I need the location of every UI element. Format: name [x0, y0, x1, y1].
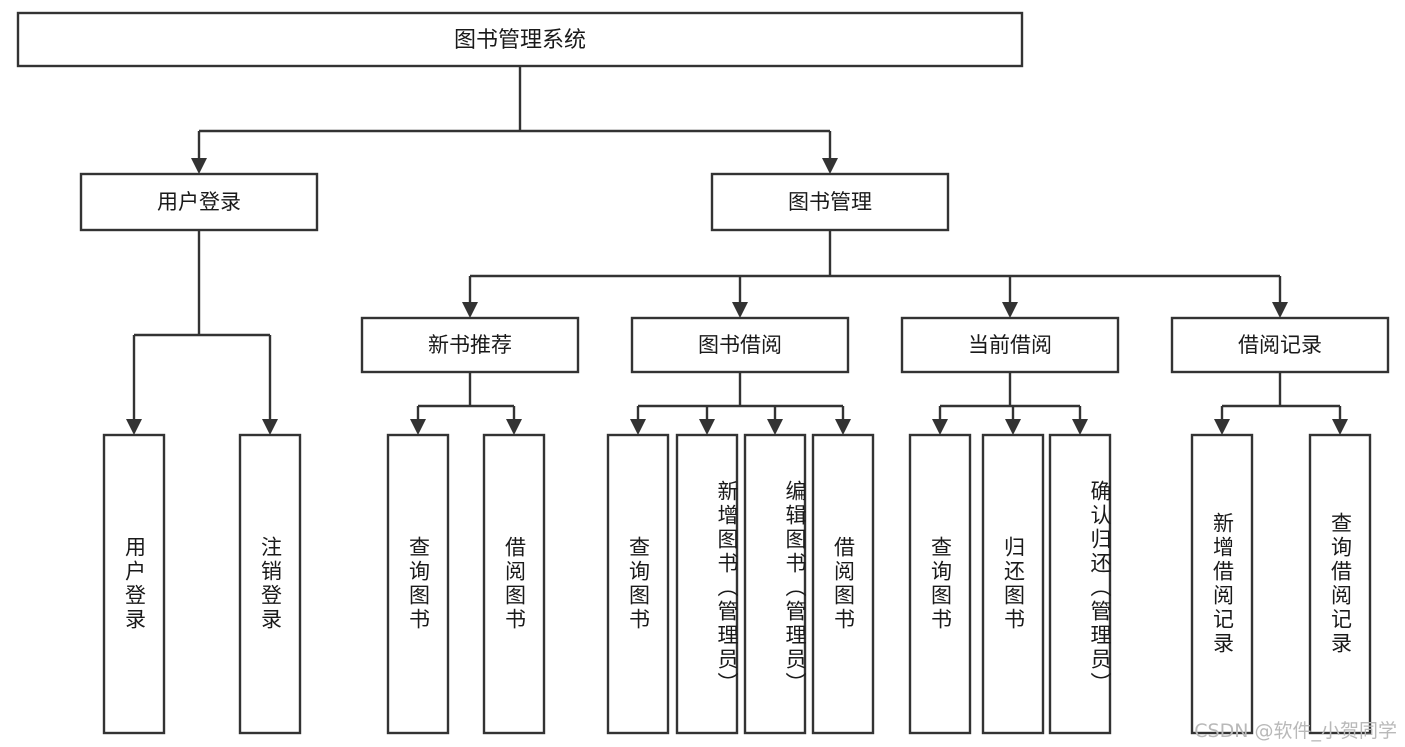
connector-currentborrow-to-leaves	[938, 372, 1082, 421]
node-book-management-label: 图书管理	[788, 190, 872, 214]
node-book-borrow[interactable]: 图书借阅	[630, 316, 850, 374]
node-current-borrow-label: 当前借阅	[968, 333, 1052, 357]
arrowhead-leaf-confirm-return-admin	[1072, 419, 1088, 435]
node-borrow-record[interactable]: 借阅记录	[1170, 316, 1390, 374]
arrowhead-current-borrow	[1002, 302, 1018, 318]
node-book-management[interactable]: 图书管理	[710, 172, 950, 232]
node-leaf-add-borrow-record-box[interactable]	[1190, 433, 1254, 735]
node-book-borrow-label: 图书借阅	[698, 333, 782, 357]
node-user-login-label: 用户登录	[157, 190, 241, 214]
node-leaf-query-borrow-record-box[interactable]	[1308, 433, 1372, 735]
node-user-login-box[interactable]	[79, 172, 319, 232]
arrowhead-leaf-add-borrow-record	[1214, 419, 1230, 435]
node-current-borrow[interactable]: 当前借阅	[900, 316, 1120, 374]
node-leaf-borrow-book-box[interactable]	[811, 433, 875, 735]
node-new-book-recommend[interactable]: 新书推荐	[360, 316, 580, 374]
node-book-management-box[interactable]	[710, 172, 950, 232]
arrowhead-leaf-logout	[262, 419, 278, 435]
arrowhead-leaf-query-book-borrow	[630, 419, 646, 435]
arrowhead-borrow-record	[1272, 302, 1288, 318]
arrowhead-leaf-user-login	[126, 419, 142, 435]
arrowhead-user-login	[191, 158, 207, 174]
arrowhead-leaf-borrow-book-recommend	[506, 419, 522, 435]
node-borrow-record-label: 借阅记录	[1238, 333, 1322, 357]
arrowhead-leaf-borrow-book	[835, 419, 851, 435]
node-leaf-confirm-return-admin-box[interactable]	[1048, 433, 1112, 735]
node-root[interactable]: 图书管理系统	[16, 11, 1024, 68]
connector-bookborrow-to-leaves	[636, 372, 845, 421]
connector-recommend-to-leaves	[416, 372, 516, 421]
node-new-book-recommend-box[interactable]	[360, 316, 580, 374]
node-leaf-user-login-box[interactable]	[102, 433, 166, 735]
connector-userlogin-to-leaves	[132, 230, 272, 421]
node-user-login[interactable]: 用户登录	[79, 172, 319, 232]
leaf-boxes-group	[102, 433, 1372, 735]
node-leaf-borrow-book-recommend-box[interactable]	[482, 433, 546, 735]
arrowhead-book-borrow	[732, 302, 748, 318]
arrowhead-leaf-return-book	[1005, 419, 1021, 435]
arrowhead-leaf-edit-book-admin	[767, 419, 783, 435]
connector-bookmgmt-to-level3	[468, 230, 1282, 304]
arrowhead-leaf-add-book-admin	[699, 419, 715, 435]
node-book-borrow-box[interactable]	[630, 316, 850, 374]
arrowhead-leaf-query-book-current	[932, 419, 948, 435]
connector-borrowrecord-to-leaves	[1220, 372, 1342, 421]
node-borrow-record-box[interactable]	[1170, 316, 1390, 374]
connectors-group	[126, 66, 1348, 435]
node-root-box[interactable]	[16, 11, 1024, 68]
arrowhead-leaf-query-book-recommend	[410, 419, 426, 435]
node-leaf-query-book-recommend-box[interactable]	[386, 433, 450, 735]
node-leaf-edit-book-admin-box[interactable]	[743, 433, 807, 735]
node-leaf-query-book-borrow-box[interactable]	[606, 433, 670, 735]
connector-root-to-level2	[197, 66, 832, 160]
node-current-borrow-box[interactable]	[900, 316, 1120, 374]
node-leaf-add-book-admin-box[interactable]	[675, 433, 739, 735]
node-leaf-query-book-current-box[interactable]	[908, 433, 972, 735]
node-root-label: 图书管理系统	[454, 28, 586, 53]
node-leaf-logout-box[interactable]	[238, 433, 302, 735]
node-new-book-recommend-label: 新书推荐	[428, 333, 512, 357]
arrowhead-new-book-recommend	[462, 302, 478, 318]
node-leaf-return-book-box[interactable]	[981, 433, 1045, 735]
csdn-watermark: CSDN @软件_小贺同学	[1194, 720, 1397, 742]
arrowhead-leaf-query-borrow-record	[1332, 419, 1348, 435]
arrowhead-book-management	[822, 158, 838, 174]
